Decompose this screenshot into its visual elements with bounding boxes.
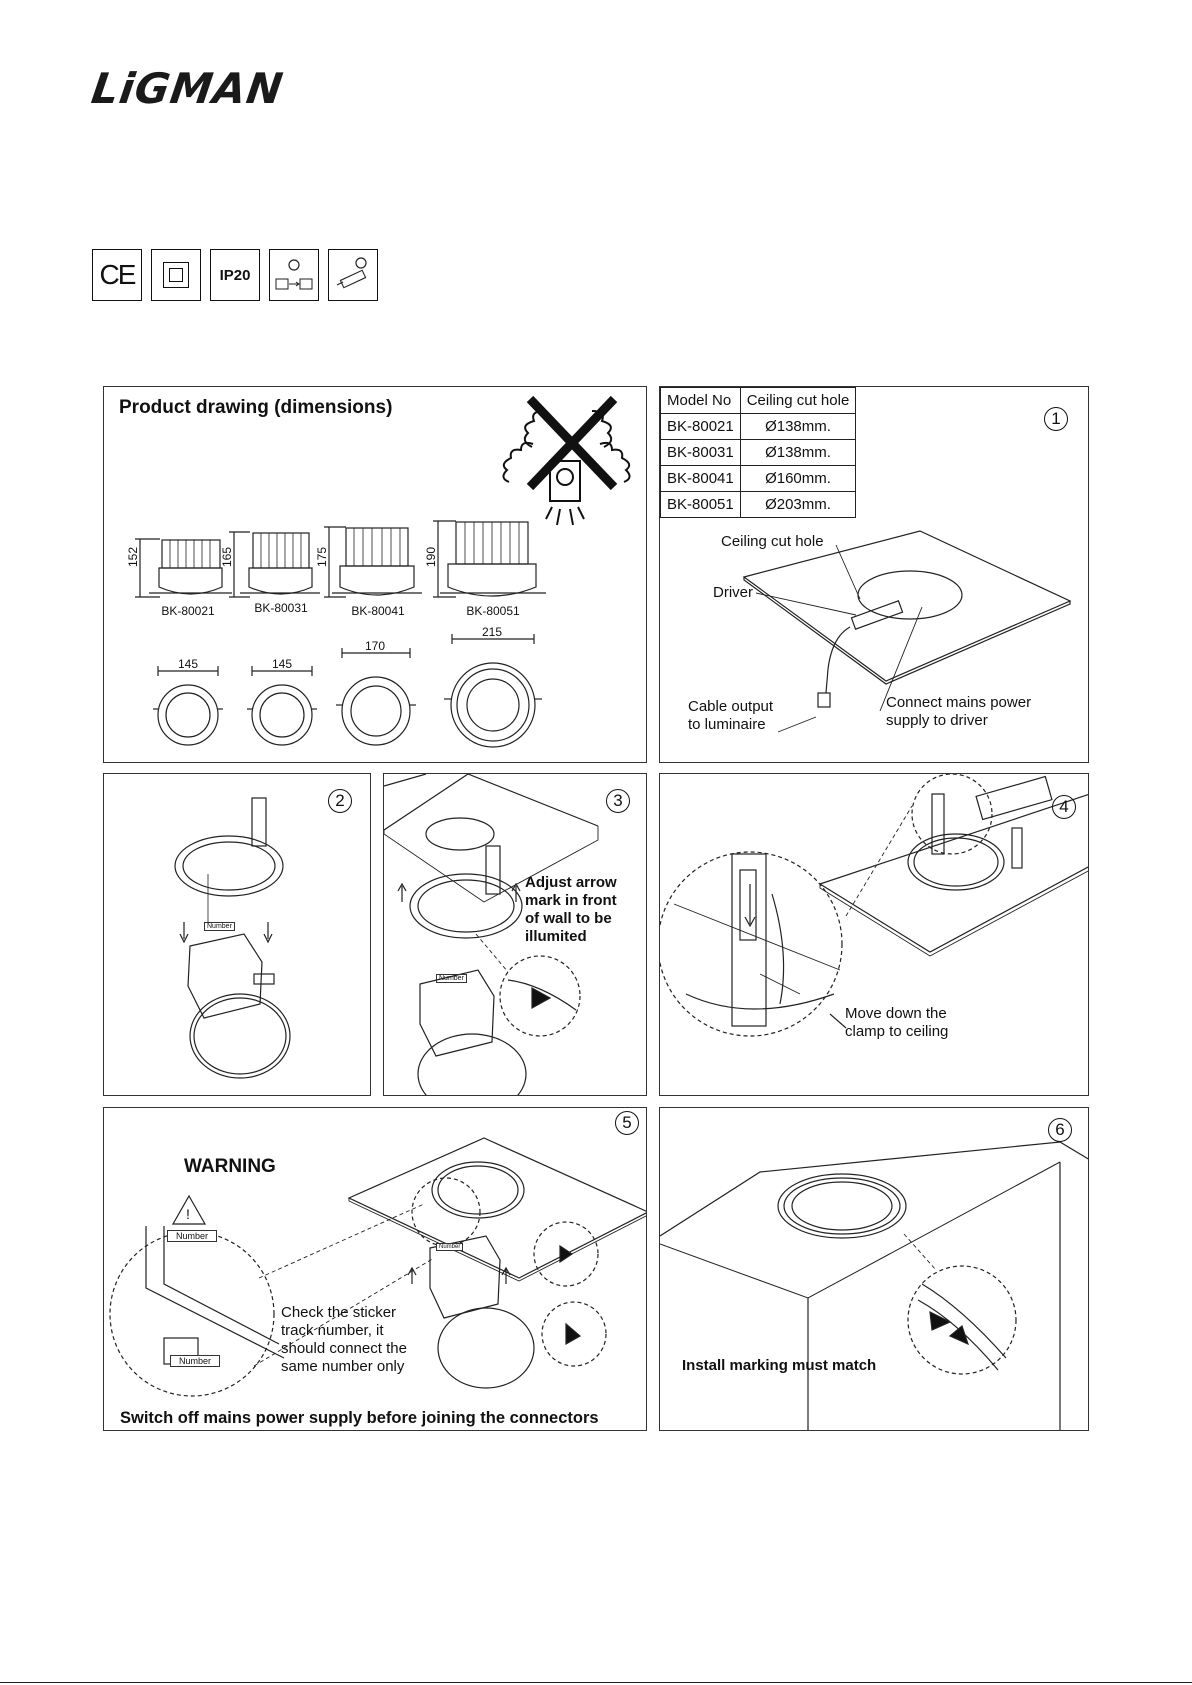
ip-rating-icon: IP20 (210, 249, 260, 301)
front-view-bk-80031 (247, 666, 317, 746)
model-label: BK-80051 (466, 604, 520, 618)
step-1-panel: Model No Ceiling cut hole BK-80021 Ø138m… (659, 386, 1089, 763)
table-header: Model No (660, 387, 741, 414)
number-sticker: Number (204, 922, 235, 931)
front-view-bk-80051 (444, 634, 542, 748)
height-dimension: 152 (126, 546, 140, 567)
class-ii-insulation-icon (151, 249, 201, 301)
sticker-check-note: should connect the (281, 1340, 407, 1357)
step-number-badge: 5 (615, 1111, 639, 1135)
height-dimension: 175 (315, 546, 329, 567)
number-sticker: Number (167, 1230, 218, 1242)
panel-title: Product drawing (dimensions) (119, 397, 393, 418)
height-dimension: 165 (220, 546, 234, 567)
step-number-badge: 2 (328, 789, 352, 813)
number-sticker: Number (170, 1355, 221, 1367)
model-label: BK-80041 (351, 604, 405, 618)
no-cover-warning-icon (502, 395, 631, 526)
remote-driver-icon (269, 249, 319, 301)
table-cell: Ø203mm. (739, 491, 857, 518)
warning-icon: ! (186, 1206, 190, 1222)
side-view-bk-80041 (324, 526, 422, 598)
table-cell: BK-80021 (660, 413, 741, 440)
cable-output-label: to luminaire (688, 716, 766, 733)
table-header: Ceiling cut hole (739, 387, 857, 414)
connect-mains-label: Connect mains power (886, 694, 1032, 711)
number-sticker: Number (436, 974, 467, 983)
clamp-note: clamp to ceiling (845, 1023, 949, 1040)
ceiling-cut-hole-label: Ceiling cut hole (721, 533, 824, 550)
brand-logo: LiGMAN (88, 64, 287, 113)
table-cell: BK-80031 (660, 439, 741, 466)
table-cell: BK-80051 (660, 491, 741, 518)
side-view-bk-80031 (229, 531, 320, 598)
product-drawing-panel: Product drawing (dimensions) 152 165 175… (103, 386, 647, 763)
step-number-badge: 3 (606, 789, 630, 813)
adjust-arrow-note: illumited (525, 928, 587, 945)
cable-output-label: Cable output (688, 698, 774, 715)
sticker-check-note: Check the sticker (281, 1304, 397, 1321)
page-bottom-rule (0, 1682, 1192, 1683)
number-sticker: Number (436, 1243, 464, 1251)
power-safety-footer: Switch off mains power supply before joi… (120, 1409, 599, 1427)
model-label: BK-80031 (254, 601, 308, 615)
certification-icons: CE IP20 (92, 249, 378, 301)
height-dimension: 190 (424, 546, 438, 567)
adjust-arrow-note: of wall to be (525, 910, 612, 927)
step-number-badge: 6 (1048, 1118, 1072, 1142)
clamp-note: Move down the (845, 1005, 947, 1022)
cut-hole-table: Model No Ceiling cut hole BK-80021 Ø138m… (660, 387, 857, 518)
table-cell: Ø160mm. (739, 465, 857, 492)
sticker-check-note: same number only (281, 1358, 405, 1375)
table-cell: BK-80041 (660, 465, 741, 492)
adjust-arrow-note: Adjust arrow (525, 874, 617, 891)
driver-label: Driver (713, 584, 753, 601)
driver-icon (328, 249, 378, 301)
sticker-check-note: track number, it (281, 1322, 384, 1339)
install-marking-note: Install marking must match (682, 1357, 877, 1374)
adjust-arrow-note: mark in front (525, 892, 617, 909)
side-view-bk-80021 (135, 538, 232, 598)
width-dimension: 215 (482, 625, 503, 639)
table-row: BK-80031 Ø138mm. (660, 439, 857, 466)
step-number-badge: 1 (1044, 407, 1068, 431)
width-dimension: 170 (365, 639, 386, 653)
connect-mains-label: supply to driver (886, 712, 988, 729)
step-number-badge: 4 (1052, 795, 1076, 819)
step-5-panel: ! WARNING 5 Number Number Number Check t… (103, 1107, 647, 1431)
step-4-panel: 4 Move down the clamp to ceiling (659, 773, 1089, 1096)
ce-mark-icon: CE (92, 249, 142, 301)
table-row: BK-80041 Ø160mm. (660, 465, 857, 492)
front-view-bk-80041 (336, 648, 416, 746)
width-dimension: 145 (178, 657, 199, 671)
warning-label: WARNING (184, 1156, 276, 1177)
step-2-panel: 2 Number (103, 773, 371, 1096)
width-dimension: 145 (272, 657, 293, 671)
side-view-bk-80051 (433, 520, 546, 598)
step-6-panel: 6 Install marking must match (659, 1107, 1089, 1431)
table-row: BK-80021 Ø138mm. (660, 413, 857, 440)
table-cell: Ø138mm. (739, 439, 857, 466)
table-row: BK-80051 Ø203mm. (660, 491, 857, 518)
table-cell: Ø138mm. (739, 413, 857, 440)
step-3-panel: 3 Adjust arrow mark in front of wall to … (383, 773, 647, 1096)
front-view-bk-80021 (153, 666, 223, 746)
model-label: BK-80021 (161, 604, 215, 618)
